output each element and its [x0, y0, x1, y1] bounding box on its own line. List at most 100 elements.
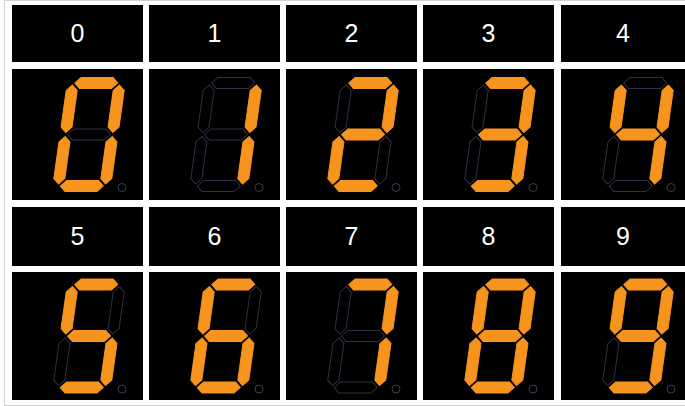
display-background — [423, 272, 554, 400]
digit-segments — [326, 279, 400, 393]
segment-c — [100, 338, 118, 386]
seven-segment-display — [286, 272, 417, 400]
segment-d — [471, 382, 516, 393]
segment-d — [197, 181, 242, 192]
seven-segment-display — [12, 272, 143, 400]
segment-c — [237, 137, 255, 185]
header-box: 2 — [286, 5, 417, 62]
decimal-point — [667, 385, 675, 393]
segment-f — [60, 85, 78, 133]
display-background — [423, 69, 554, 200]
segment-d — [60, 181, 105, 192]
segment-b — [656, 287, 674, 335]
segment-a — [211, 78, 256, 89]
seven-segment-display — [149, 272, 280, 400]
header-box: 4 — [561, 5, 685, 62]
segment-a — [74, 78, 119, 89]
segment-g — [478, 129, 523, 140]
decimal-point — [255, 184, 263, 192]
seven-segment-display — [149, 69, 280, 200]
display-background — [149, 69, 280, 200]
segment-a — [485, 279, 530, 290]
digit-label: 9 — [616, 224, 630, 249]
segment-c — [649, 338, 667, 386]
segment-c — [100, 137, 118, 185]
segment-g — [341, 129, 386, 140]
seven-segment-display — [423, 272, 554, 400]
segment-d — [334, 181, 379, 192]
segment-b — [381, 287, 399, 335]
segment-d — [334, 382, 379, 393]
digit-segments — [189, 279, 263, 393]
header-box: 9 — [561, 207, 685, 266]
segment-d — [609, 382, 654, 393]
segment-f — [197, 287, 215, 335]
segment-e — [464, 338, 482, 386]
segment-e — [53, 137, 71, 185]
decimal-point — [255, 385, 263, 393]
segment-g — [341, 331, 386, 342]
segment-b — [107, 287, 125, 335]
segment-a — [623, 78, 668, 89]
decimal-point — [118, 385, 126, 393]
segment-g — [478, 331, 523, 342]
segment-g — [67, 129, 112, 140]
display-background — [12, 69, 143, 200]
segment-g — [204, 129, 249, 140]
header-box: 5 — [12, 207, 143, 266]
segment-b — [244, 85, 262, 133]
decimal-point — [392, 385, 400, 393]
digit-segments — [52, 78, 126, 192]
digit-label: 0 — [71, 21, 85, 46]
digit-segments — [463, 78, 537, 192]
segment-c — [511, 137, 529, 185]
segment-a — [211, 279, 256, 290]
display-background — [561, 69, 685, 200]
segment-f — [334, 287, 352, 335]
segment-f — [60, 287, 78, 335]
seven-segment-display — [423, 69, 554, 200]
segment-d — [609, 181, 654, 192]
segment-e — [190, 137, 208, 185]
decimal-point — [667, 184, 675, 192]
digit-segments — [52, 279, 126, 393]
decimal-point — [529, 385, 537, 393]
digit-label: 8 — [482, 224, 496, 249]
segment-b — [107, 85, 125, 133]
header-box: 8 — [423, 207, 554, 266]
segment-c — [374, 338, 392, 386]
segment-a — [485, 78, 530, 89]
display-background — [149, 272, 280, 400]
segment-g — [616, 129, 661, 140]
segment-f — [609, 287, 627, 335]
segment-b — [518, 287, 536, 335]
segment-d — [197, 382, 242, 393]
segment-a — [348, 279, 393, 290]
digit-label: 3 — [482, 21, 496, 46]
segment-b — [244, 287, 262, 335]
digit-label: 1 — [208, 21, 222, 46]
segment-e — [327, 338, 345, 386]
digit-label: 7 — [345, 224, 359, 249]
digit-segments — [463, 279, 537, 393]
segment-f — [609, 85, 627, 133]
frame — [5, 1, 685, 406]
seven-segment-display — [561, 69, 685, 200]
segment-a — [348, 78, 393, 89]
digit-label: 6 — [208, 224, 222, 249]
header-box: 6 — [149, 207, 280, 266]
segment-f — [334, 85, 352, 133]
segment-e — [602, 338, 620, 386]
decimal-point — [529, 184, 537, 192]
segment-b — [381, 85, 399, 133]
segment-c — [511, 338, 529, 386]
digit-segments — [601, 279, 675, 393]
digit-segments — [326, 78, 400, 192]
digit-segments — [601, 78, 675, 192]
segment-g — [204, 331, 249, 342]
segment-e — [464, 137, 482, 185]
segment-b — [518, 85, 536, 133]
segment-a — [74, 279, 119, 290]
segment-d — [471, 181, 516, 192]
display-group — [12, 69, 685, 400]
